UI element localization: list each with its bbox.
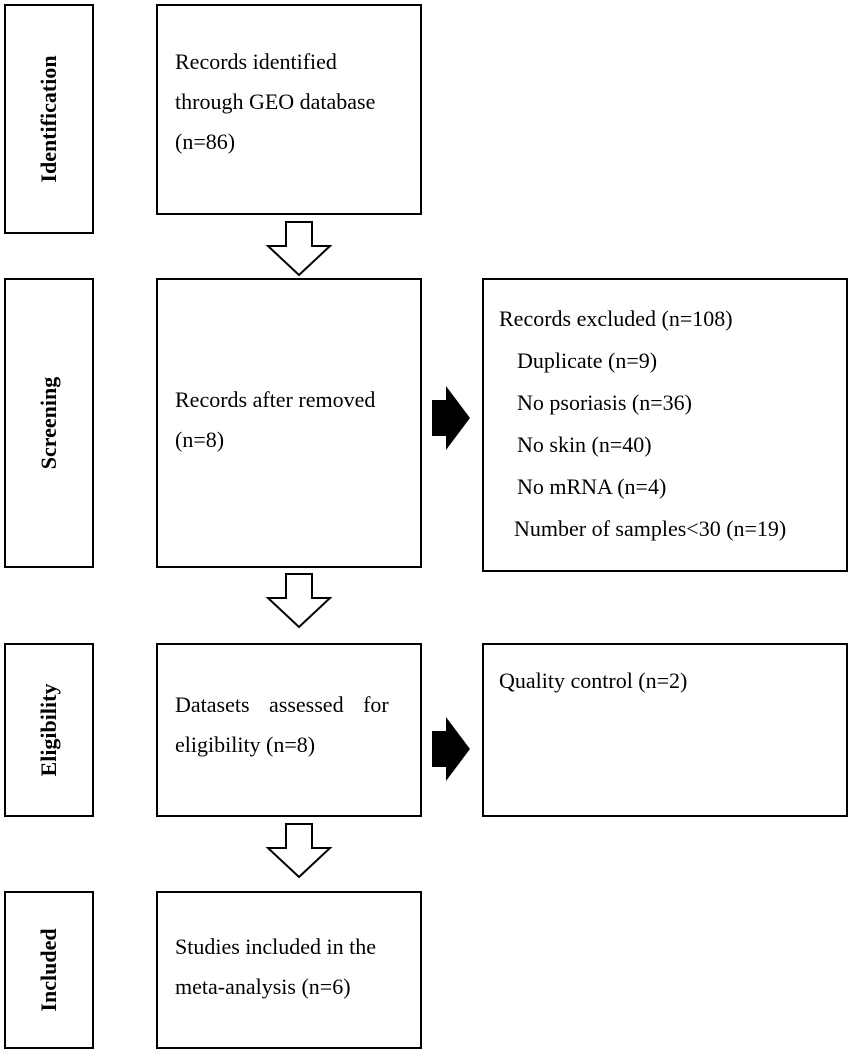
excluded-item: Duplicate (n=9) <box>517 348 658 373</box>
excluded-item: Number of samples<30 (n=19) <box>514 516 787 541</box>
assessed-box: Datasets assessed for eligibility (n=8) <box>156 643 422 817</box>
stage-label-screening: Screening <box>36 376 61 470</box>
down-arrow-icon <box>265 823 333 879</box>
stage-label-eligibility: Eligibility <box>36 683 61 777</box>
identified-box: Records identified through GEO database … <box>156 4 422 215</box>
stage-eligibility: Eligibility <box>4 643 94 817</box>
right-arrow-icon <box>432 386 470 450</box>
excluded-title: Records excluded (n=108) <box>499 306 733 331</box>
assessed-line-1: Datasets assessed for <box>175 692 389 717</box>
stage-included: Included <box>4 891 94 1049</box>
down-arrow-icon <box>265 573 333 629</box>
excluded-item: No mRNA (n=4) <box>517 474 667 499</box>
after-removed-line-1: Records after removed <box>175 387 376 412</box>
included-line-1: Studies included in the <box>175 934 377 959</box>
assessed-line-2: eligibility (n=8) <box>175 732 316 757</box>
excluded-item: No skin (n=40) <box>517 432 652 457</box>
included-line-2: meta-analysis (n=6) <box>175 974 351 999</box>
stage-label-included: Included <box>36 928 61 1012</box>
right-arrow-icon <box>432 717 470 781</box>
excluded-box: Records excluded (n=108) Duplicate (n=9)… <box>482 278 848 572</box>
identified-line-1: Records identified <box>175 49 337 74</box>
quality-label: Quality control (n=2) <box>499 668 688 693</box>
included-box: Studies included in the meta-analysis (n… <box>156 891 422 1049</box>
after-removed-line-2: (n=8) <box>175 427 225 452</box>
identified-line-3: (n=86) <box>175 129 236 154</box>
stage-identification: Identification <box>4 4 94 234</box>
down-arrow-icon <box>265 221 333 277</box>
after-removed-box: Records after removed (n=8) <box>156 278 422 568</box>
excluded-item: No psoriasis (n=36) <box>517 390 692 415</box>
stage-label-identification: Identification <box>36 55 61 183</box>
identified-line-2: through GEO database <box>175 89 376 114</box>
quality-box: Quality control (n=2) <box>482 643 848 817</box>
stage-screening: Screening <box>4 278 94 568</box>
